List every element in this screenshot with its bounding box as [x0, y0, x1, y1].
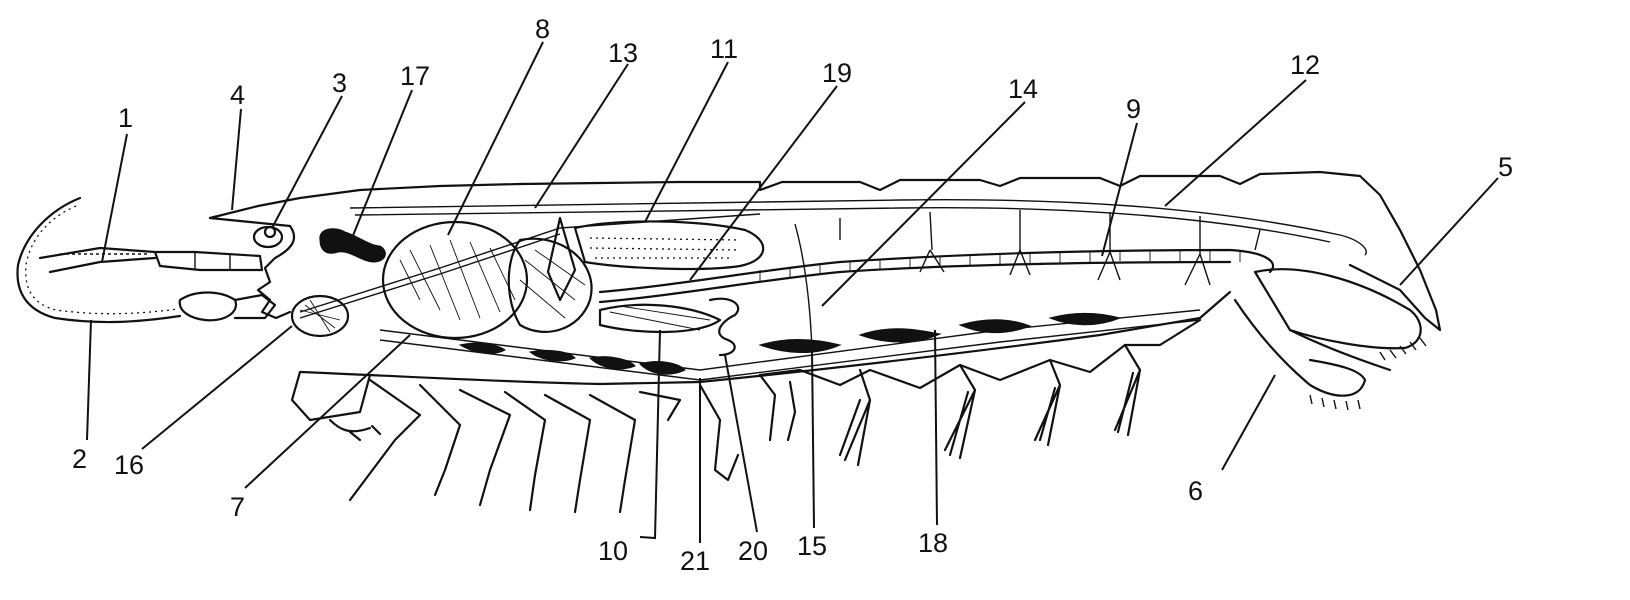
label-6: 6 — [1188, 476, 1203, 506]
antenna-flagellum — [17, 198, 180, 322]
label-20: 20 — [738, 536, 768, 566]
coiled-tube — [710, 299, 738, 355]
dorsal-artery — [300, 214, 760, 312]
label-5: 5 — [1498, 152, 1513, 182]
label-3: 3 — [332, 68, 347, 98]
label-21: 21 — [680, 546, 710, 576]
label-8: 8 — [535, 14, 550, 44]
label-15: 15 — [797, 531, 827, 561]
intestine — [600, 250, 1273, 292]
leader-lines — [87, 42, 1498, 543]
label-4: 4 — [230, 80, 245, 110]
number-labels: 1 2 3 4 5 6 7 8 9 10 11 12 13 14 15 16 1… — [72, 14, 1513, 576]
label-1: 1 — [118, 103, 133, 133]
telson — [1255, 269, 1421, 348]
label-11: 11 — [710, 34, 738, 64]
label-14: 14 — [1008, 74, 1038, 104]
label-18: 18 — [918, 528, 948, 558]
thoracic-legs — [292, 372, 738, 512]
label-12: 12 — [1290, 50, 1320, 80]
rostrum — [210, 218, 290, 226]
label-7: 7 — [230, 492, 245, 522]
hepatopancreas — [575, 221, 763, 269]
label-2: 2 — [72, 444, 87, 474]
carapace-outline — [210, 172, 1440, 330]
uropod — [1235, 300, 1365, 396]
label-16: 16 — [114, 450, 144, 480]
label-13: 13 — [608, 38, 638, 68]
brain — [320, 229, 386, 262]
label-9: 9 — [1126, 94, 1141, 124]
label-10: 10 — [598, 536, 628, 566]
label-17: 17 — [400, 61, 430, 91]
label-19: 19 — [822, 58, 852, 88]
